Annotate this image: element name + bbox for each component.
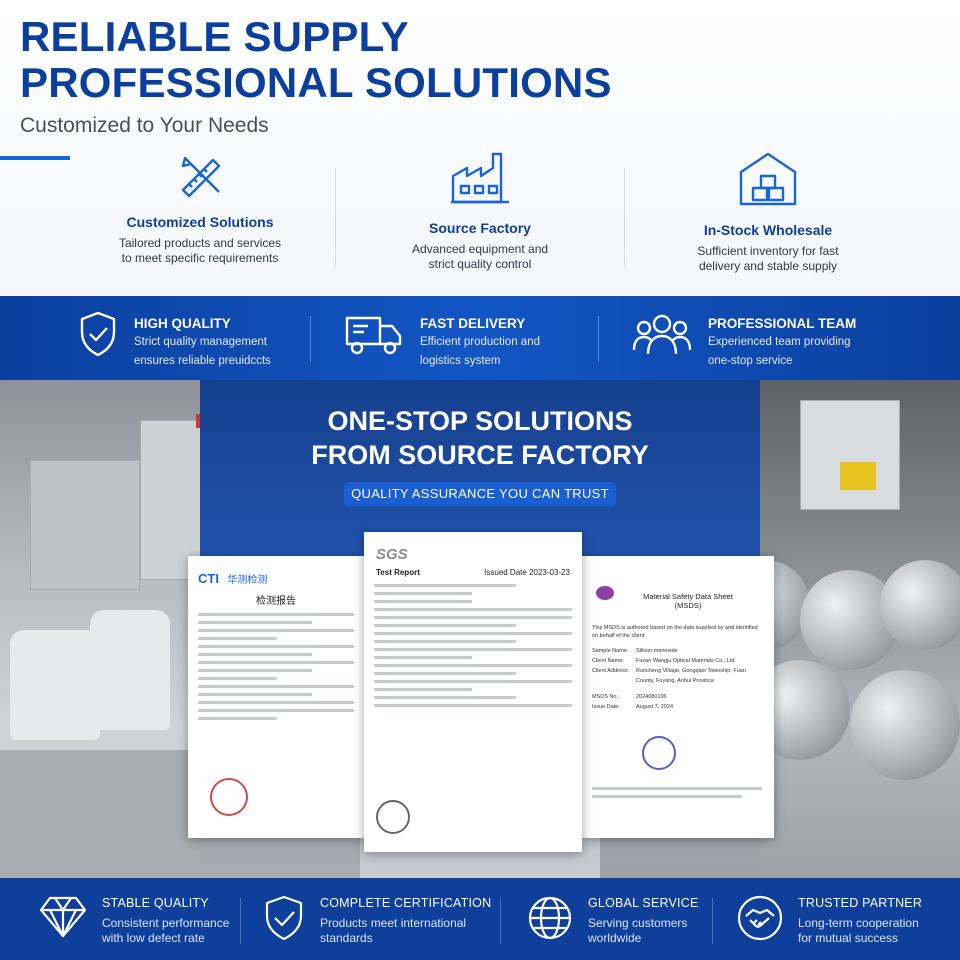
- footer-desc-1: Products meet international: [320, 916, 467, 930]
- highlight-desc-1: Strict quality management: [134, 336, 267, 348]
- footer-desc-2: for mutual success: [798, 931, 899, 945]
- msds-intro: This MSDS is authored based on the data …: [592, 625, 758, 639]
- footer-title: COMPLETE CERTIFICATION: [320, 896, 492, 910]
- msds-number-label: MSDS No.:: [592, 694, 620, 700]
- cti-logo-cn: 华测检测: [227, 575, 268, 586]
- msds-logo: [596, 586, 614, 600]
- feature-source-factory: Source Factory Advanced equipment and st…: [360, 150, 600, 272]
- footer-desc-1: Serving customers: [588, 916, 688, 930]
- page-subtitle: Customized to Your Needs: [20, 114, 269, 137]
- msds-address: Runcheng Village, Gongqiao Township, Fua…: [636, 668, 746, 684]
- feature-desc-2: delivery and stable supply: [698, 259, 838, 273]
- highlight-desc-2: logistics system: [420, 355, 501, 367]
- msds-sample: Silicon monoxide: [636, 648, 678, 654]
- highlight-desc-2: one-stop service: [708, 355, 793, 367]
- highlight-professional-team: PROFESSIONAL TEAM Experienced team provi…: [632, 310, 856, 369]
- feature-title: In-Stock Wholesale: [703, 222, 833, 238]
- feature-desc-2: strict quality control: [428, 257, 532, 271]
- msds-number: 2024080106: [636, 694, 667, 700]
- truck-icon: [345, 316, 402, 355]
- page-title: RELIABLE SUPPLY PROFESSIONAL SOLUTIONS: [20, 14, 612, 106]
- accent-rule: [0, 156, 70, 160]
- warehouse-icon: [739, 152, 797, 206]
- sgs-issued-date: 2023-03-23: [529, 568, 570, 577]
- feature-desc-1: Advanced equipment and: [411, 242, 549, 256]
- feature-customized-solutions: Customized Solutions Tailored products a…: [80, 150, 320, 266]
- highlight-title: FAST DELIVERY: [420, 316, 526, 331]
- footer-desc-2: with low defect rate: [102, 931, 205, 945]
- footer-desc-1: Consistent performance: [102, 916, 230, 930]
- cti-certificate: CTI 华测检测 检测报告: [188, 556, 364, 838]
- sgs-issued-label: Issued Date: [484, 568, 527, 577]
- cti-logo: CTI: [198, 571, 219, 586]
- footer-title: GLOBAL SERVICE: [588, 896, 699, 910]
- footer-complete-certification: COMPLETE CERTIFICATION Products meet int…: [262, 894, 491, 946]
- divider: [712, 898, 713, 944]
- msds-address-label: Client Address:: [592, 668, 629, 674]
- diamond-icon: [39, 896, 87, 938]
- footer-desc-2: worldwide: [588, 931, 642, 945]
- quality-assurance-badge: QUALITY ASSURANCE YOU CAN TRUST: [344, 482, 616, 506]
- title-line-2: PROFESSIONAL SOLUTIONS: [20, 59, 612, 106]
- globe-icon: [528, 896, 572, 940]
- footer-bar: STABLE QUALITY Consistent performance wi…: [0, 878, 960, 960]
- factory-icon: [451, 152, 509, 204]
- msds-title: Material Safety Data Sheet: [643, 592, 733, 601]
- cti-stamp: [210, 778, 248, 816]
- msds-issue-label: Issue Date:: [592, 704, 620, 710]
- feature-title: Source Factory: [429, 220, 531, 236]
- middle-title-line-1: ONE-STOP SOLUTIONS: [327, 406, 633, 436]
- divider: [500, 898, 501, 944]
- divider: [624, 168, 625, 268]
- footer-trusted-partner: TRUSTED PARTNER Long-term cooperation fo…: [736, 894, 922, 946]
- shield-check-icon: [265, 895, 303, 941]
- highlights-strip: HIGH QUALITY Strict quality management e…: [0, 296, 960, 380]
- msds-client-label: Client Name:: [592, 658, 624, 664]
- highlight-high-quality: HIGH QUALITY Strict quality management e…: [78, 310, 271, 369]
- divider: [335, 168, 336, 268]
- msds-certificate: Material Safety Data Sheet (MSDS) This M…: [582, 556, 774, 838]
- feature-desc-2: to meet specific requirements: [121, 251, 279, 265]
- footer-title: TRUSTED PARTNER: [798, 896, 923, 910]
- footer-stable-quality: STABLE QUALITY Consistent performance wi…: [38, 894, 229, 946]
- divider: [240, 898, 241, 944]
- sgs-certificate: SGS Test Report Issued Date 2023-03-23: [364, 532, 582, 852]
- highlight-desc-1: Experienced team providing: [708, 336, 851, 348]
- shield-check-icon: [80, 311, 116, 357]
- handshake-icon: [737, 895, 783, 941]
- msds-stamp: [642, 736, 676, 770]
- highlight-desc-2: ensures reliable preuidccts: [134, 355, 271, 367]
- feature-title: Customized Solutions: [126, 214, 274, 230]
- highlight-title: HIGH QUALITY: [134, 316, 231, 331]
- middle-title-line-2: FROM SOURCE FACTORY: [311, 440, 649, 470]
- footer-global-service: GLOBAL SERVICE Serving customers worldwi…: [526, 894, 698, 946]
- footer-title: STABLE QUALITY: [102, 896, 209, 910]
- msds-issue-date: August 7, 2024: [636, 704, 674, 710]
- feature-desc-1: Sufficient inventory for fast: [697, 244, 839, 258]
- divider: [598, 316, 599, 362]
- msds-sample-label: Sample Name:: [592, 648, 629, 654]
- feature-desc-1: Tailored products and services: [118, 236, 282, 250]
- highlight-desc-1: Efficient production and: [420, 336, 540, 348]
- divider: [310, 316, 311, 362]
- team-icon: [632, 314, 692, 355]
- title-line-1: RELIABLE SUPPLY: [20, 13, 409, 60]
- sgs-seal: [376, 800, 410, 834]
- highlight-fast-delivery: FAST DELIVERY Efficient production and l…: [344, 310, 540, 369]
- feature-in-stock-wholesale: In-Stock Wholesale Sufficient inventory …: [648, 150, 888, 274]
- highlight-title: PROFESSIONAL TEAM: [708, 316, 857, 331]
- msds-client: Fuzan Wangju Optical Materials Co., Ltd: [636, 658, 735, 664]
- footer-desc-1: Long-term cooperation: [798, 916, 919, 930]
- sgs-report-heading: Test Report: [376, 568, 420, 577]
- ruler-pencil-icon: [181, 156, 221, 198]
- footer-desc-2: standards: [320, 931, 373, 945]
- msds-subtitle: (MSDS): [674, 601, 702, 610]
- sgs-logo: SGS: [376, 546, 408, 563]
- cti-report-title: 检测报告: [256, 596, 296, 607]
- hero-section: RELIABLE SUPPLY PROFESSIONAL SOLUTIONS C…: [0, 0, 960, 296]
